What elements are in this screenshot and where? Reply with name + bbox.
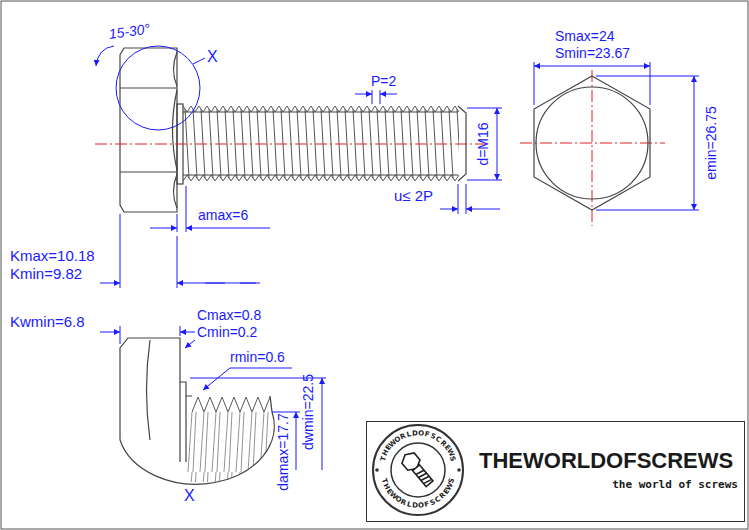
drawing-part	[440, 209, 458, 210]
drawing-part	[185, 340, 195, 348]
drawing-part	[373, 425, 463, 515]
drawing-part	[270, 396, 272, 412]
logo-arc-letter: D	[412, 430, 418, 437]
detail-mark: X	[184, 487, 195, 505]
drawing-part	[177, 186, 186, 232]
dimension-lines	[96, 46, 699, 470]
drawing-part	[534, 76, 650, 210]
drawing-part	[413, 465, 433, 487]
dimension-text: amax=6	[198, 207, 248, 223]
dimension-text: dwmin=22.5	[300, 374, 316, 450]
drawing-part	[192, 396, 270, 412]
hex-top-view	[534, 76, 650, 210]
logo-panel: THEWORLDOFSCREWS the world of screws	[366, 421, 745, 522]
dimension-text: emin=26.75	[703, 106, 719, 180]
drawing-part	[355, 94, 372, 95]
drawing-part	[375, 468, 379, 472]
dimension-text: Kmin=9.82	[10, 265, 82, 282]
drawing-part	[95, 144, 490, 145]
drawing-part	[467, 108, 502, 180]
drawing-part	[380, 94, 397, 95]
drawing-part	[694, 76, 695, 210]
drawing-part	[205, 283, 256, 284]
drawing-part	[173, 52, 178, 208]
drawing-part	[116, 46, 200, 130]
drawing-part	[458, 184, 466, 214]
angle-label: 15-30°	[108, 20, 151, 42]
dimension-text: Cmax=0.8	[197, 307, 261, 323]
dimension-text: Smax=24	[555, 28, 615, 44]
drawing-part	[322, 378, 323, 470]
logo-emblem	[373, 425, 463, 515]
dimension-text: rmin=0.6	[230, 349, 285, 365]
logo-arc-letter: L	[406, 431, 412, 439]
drawing-part	[186, 412, 272, 482]
drawing-part	[391, 443, 445, 497]
dimension-text: u≤ 2P	[394, 187, 433, 204]
drawing-part	[120, 338, 192, 440]
drawing-part	[296, 412, 297, 470]
dimension-text: Kwmin=6.8	[10, 313, 85, 330]
drawing-part	[180, 332, 195, 333]
drawing-part	[416, 469, 432, 486]
dimension-text: damax=17.7	[275, 413, 291, 490]
drawing-part	[372, 90, 380, 104]
drawing-part	[203, 368, 292, 390]
drawing-part	[399, 450, 436, 489]
drawing-part	[497, 108, 498, 180]
drawing-part	[147, 340, 187, 462]
detail-mark: X	[207, 48, 218, 66]
drawing-part	[466, 209, 500, 210]
drawing-part	[120, 88, 177, 172]
drawing-part	[186, 228, 270, 229]
pitch-dimension: P=2	[371, 73, 396, 89]
dimension-text: d=M16	[475, 122, 491, 165]
drawing-part	[96, 46, 114, 66]
dimension-text: Smin=23.67	[555, 45, 630, 61]
drawing-part	[120, 326, 180, 344]
dimension-text: Kmax=10.18	[10, 247, 95, 264]
drawing-part	[120, 214, 177, 288]
logo-arc-letter: L	[406, 501, 412, 509]
drawing-part	[150, 228, 177, 229]
brand-slogan: the world of screws	[612, 478, 738, 491]
logo-arc-letter: D	[412, 502, 418, 509]
brand-name: THEWORLDOFSCREWS	[479, 448, 733, 474]
drawing-part	[457, 468, 461, 472]
logo-arc-letter: S	[448, 455, 456, 462]
drawing-part	[534, 62, 650, 105]
drawing-part	[536, 87, 648, 199]
drawing-part	[177, 283, 260, 284]
drawing-part	[534, 66, 650, 67]
logo-arc-letter: O	[418, 430, 425, 437]
center-line	[95, 70, 665, 226]
dimension-text: Cmin=0.2	[197, 324, 257, 340]
drawing-part	[120, 48, 177, 212]
drawing-part	[596, 76, 699, 210]
drawing-part	[100, 283, 120, 284]
drawing-part	[120, 412, 274, 484]
logo-arc-letter: O	[418, 502, 425, 509]
bolt-side-view	[120, 48, 466, 212]
drawing-part	[520, 70, 665, 226]
drawing-part	[100, 332, 120, 333]
drawing-part	[193, 58, 205, 64]
